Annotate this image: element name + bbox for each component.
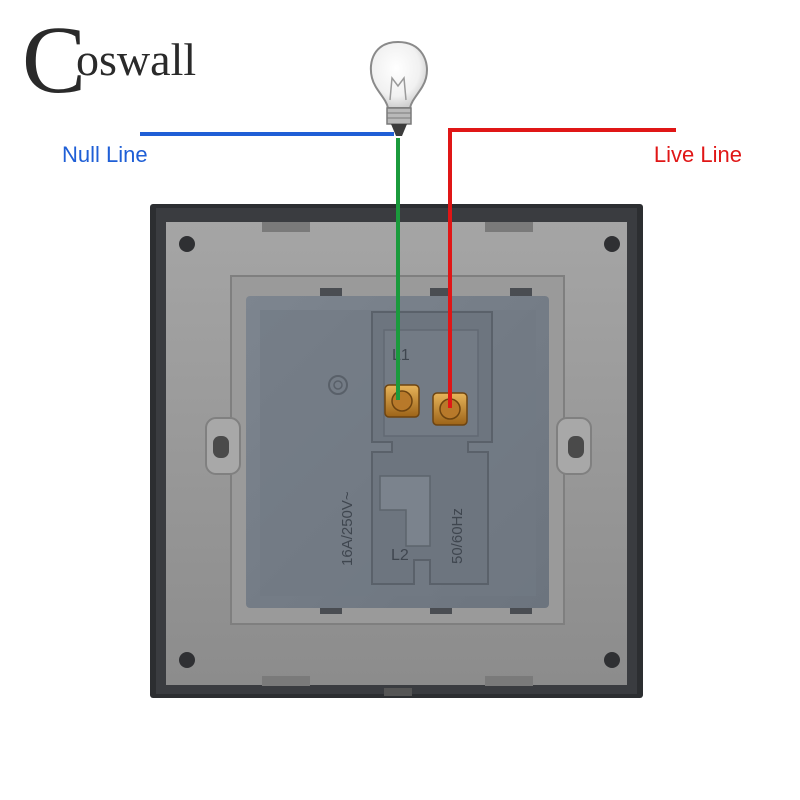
screw-hole (179, 652, 195, 668)
terminal-l1-label: L1 (392, 347, 410, 364)
rating-marking: 16A/250V~ (339, 491, 356, 566)
ccc-mark-icon (328, 375, 348, 395)
terminal-l1-screw (384, 384, 420, 418)
frequency-marking: 50/60Hz (449, 508, 466, 564)
logo-text: oswall (76, 34, 197, 85)
logo-initial: C (22, 6, 86, 113)
null-line-label: Null Line (62, 142, 148, 167)
screw-hole (604, 236, 620, 252)
live-wire (448, 128, 676, 408)
brand-logo: C oswall (22, 6, 197, 113)
terminal-l2-label: L2 (391, 547, 409, 564)
live-line-label: Live Line (653, 142, 742, 167)
light-bulb-icon (369, 40, 428, 136)
terminal-l2-screw (432, 392, 468, 426)
screw-hole (179, 236, 195, 252)
screw-hole (604, 652, 620, 668)
